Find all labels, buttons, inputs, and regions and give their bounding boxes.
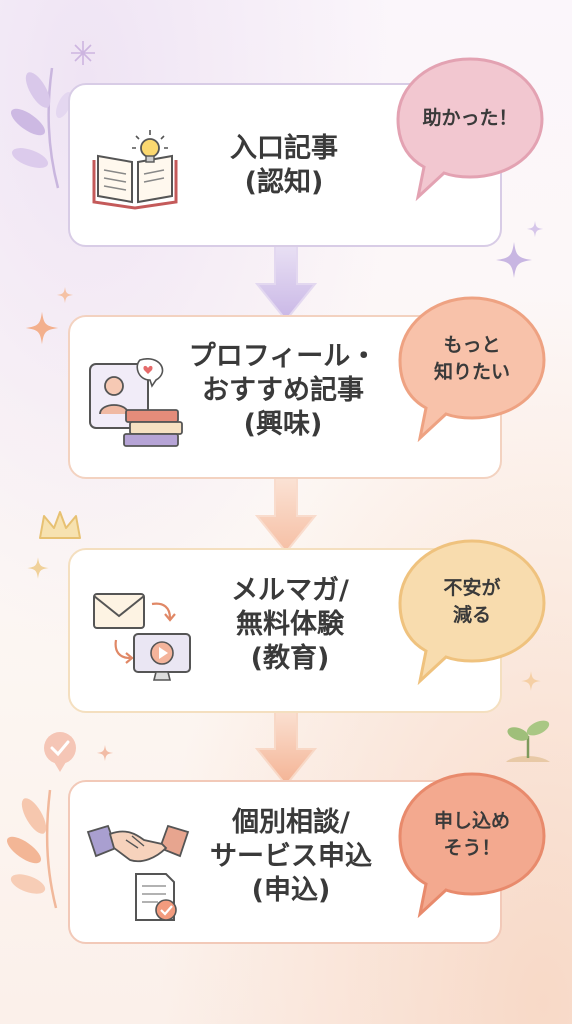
- speech-bubble-shape: [398, 539, 546, 686]
- sparkle-icon: [496, 242, 532, 278]
- mail-video-icon: [93, 593, 191, 681]
- sparkle-icon: [96, 744, 114, 762]
- speech-bubble-shape: [396, 57, 544, 202]
- stage-title: プロフィール・ おすすめ記事 (興味): [188, 341, 378, 440]
- open-book-lightbulb-icon: [92, 130, 178, 210]
- down-arrow-icon: [255, 470, 317, 554]
- check-badge-icon: [44, 732, 76, 772]
- profile-books-icon: [89, 358, 183, 447]
- stage-title: メルマガ/ 無料体験 (教育): [231, 575, 349, 674]
- speech-bubble: もっと 知りたい: [394, 292, 550, 443]
- speech-bubble: 不安が 減る: [394, 535, 550, 686]
- sparkle-icon: [27, 557, 49, 579]
- sparkle-icon: [71, 41, 95, 65]
- bubble-text: もっと 知りたい: [433, 334, 510, 383]
- speech-bubble: 申し込め そう！: [394, 768, 550, 919]
- speech-bubble-shape: [398, 296, 546, 443]
- sprout-icon: [506, 720, 550, 762]
- sparkle-icon: [521, 671, 541, 691]
- speech-bubble-shape: [398, 772, 546, 919]
- sparkle-icon: [25, 311, 59, 345]
- sparkle-icon: [526, 220, 544, 238]
- bubble-text: 助かった！: [422, 107, 518, 129]
- speech-bubble: 助かった！: [390, 53, 550, 203]
- handshake-document-icon: [86, 824, 190, 921]
- bubble-text: 申し込め そう！: [433, 810, 510, 859]
- bubble-text: 不安が 減る: [443, 577, 501, 626]
- down-arrow-icon: [255, 703, 317, 787]
- stage-title: 入口記事 (認知): [230, 133, 338, 198]
- down-arrow-icon: [255, 238, 317, 322]
- stage-title: 個別相談/ サービス申込 (申込): [210, 807, 372, 906]
- leaf-branch-bottom-left: [6, 789, 58, 909]
- crown-icon: [39, 511, 81, 539]
- sparkle-icon: [56, 286, 74, 304]
